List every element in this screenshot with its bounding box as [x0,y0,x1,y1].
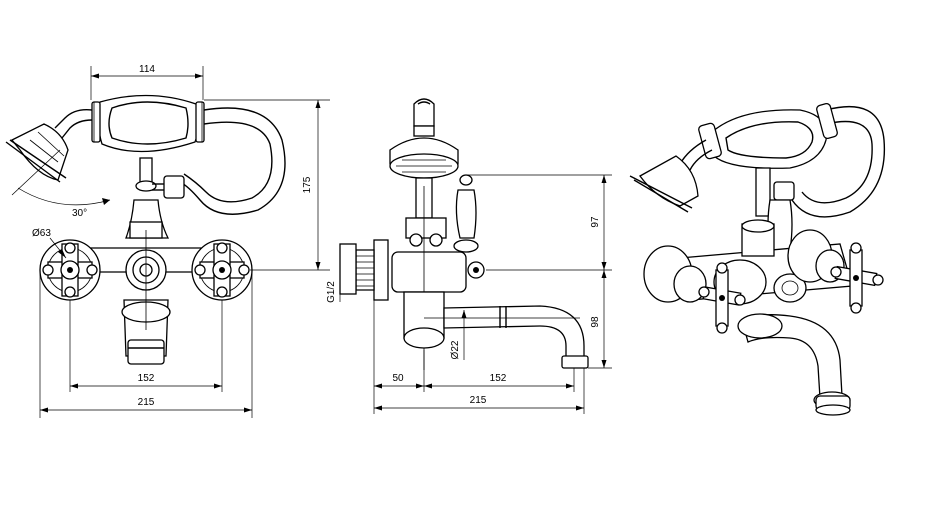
dim-215-front: 215 [39,270,253,418]
thread-label: G1/2 [326,281,337,303]
dim-152-side-label: 152 [490,373,507,384]
perspective-view [629,103,886,416]
side-body [339,186,485,370]
dim-152-front-label: 152 [138,373,155,384]
mixer-body [69,157,221,365]
dim-97-98: 97 98 [466,174,612,369]
side-spout [403,291,589,369]
side-handshower [389,98,459,219]
handshower-head [5,108,93,183]
handshower-handle [91,94,205,153]
diameter-label: Ø63 [32,228,51,239]
side-lever [453,174,479,253]
dim-215-side-label: 215 [470,395,487,406]
angle-annotation: 30° [11,149,111,219]
thread-callout: G1/2 [326,270,341,303]
spout-diameter-callout: Ø22 [450,310,467,360]
persp-handshower-handle [698,103,838,169]
diameter-callout: Ø63 [32,228,67,259]
dim-97-label: 97 [590,216,601,228]
persp-left-handle [643,245,746,334]
right-handle [191,239,253,301]
left-handle [39,239,101,301]
dim-114: 114 [90,64,204,100]
dim-215-side: 215 [373,368,585,414]
dim-215-front-label: 215 [138,397,155,408]
persp-handshower-head [629,139,713,213]
dim-114-label: 114 [139,64,155,75]
dim-50-label: 50 [392,373,404,384]
hose [179,107,286,215]
front-view: 114 [5,64,330,418]
persp-spout [737,313,851,416]
dim-50-152: 50 152 [373,300,575,392]
side-view: G1/2 Ø22 97 98 [326,98,612,414]
dim-175-label: 175 [302,176,313,193]
dim-175: 175 [204,99,330,271]
persp-right-handle [787,229,884,314]
spout-diameter-label: Ø22 [450,340,461,359]
dim-98-label: 98 [590,316,601,328]
persp-hose [791,106,886,218]
angle-label: 30° [72,208,87,219]
dim-152-front: 152 [69,300,223,392]
